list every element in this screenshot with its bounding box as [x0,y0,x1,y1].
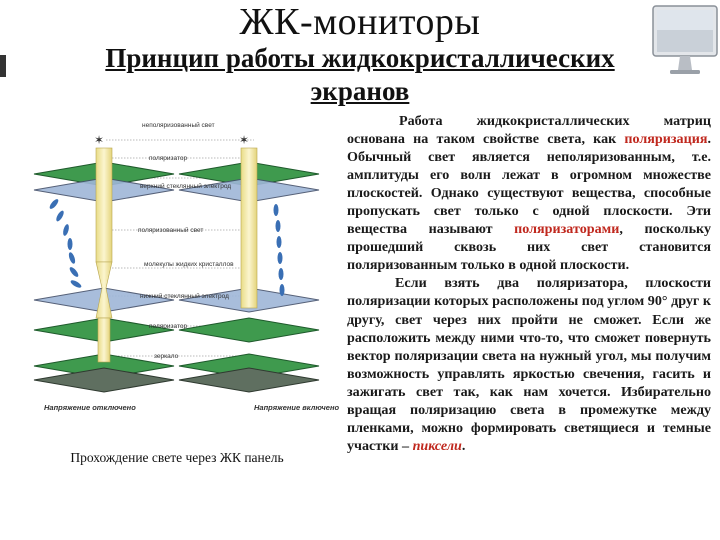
label-polarizer-top: поляризатор [149,155,188,162]
label-unpolarized-light: неполяризованный свет [142,121,215,129]
label-mirror: зеркало [154,353,179,360]
right-stack-voltage-on: ✶ [178,133,320,393]
left-stack-voltage-off: ✶ [33,133,175,393]
svg-text:✶: ✶ [239,133,249,147]
paragraph-1: Работа жидкокристаллических матриц основ… [347,113,712,274]
body-text: Работа жидкокристаллических матриц основ… [347,112,711,455]
page-title: ЖК-мониторы [239,1,481,43]
lcd-monitor-icon [652,5,718,74]
term-polarizers: поляризаторами [514,221,620,238]
label-voltage-off: Напряжение отключено [44,403,136,412]
term-pixels: пиксели [412,437,462,454]
page-subtitle-line2: экранов [310,76,410,106]
label-lower-electrode: нижний стеклянный электрод [140,292,229,300]
label-voltage-on: Напряжение включено [254,403,339,412]
label-lc-molecules: молекулы жидких кристаллов [144,261,234,268]
slide-edge-tab [0,55,6,77]
label-polarized-light: поляризованный свет [138,226,203,234]
label-upper-electrode: верхний стеклянный электрод [140,182,231,190]
page-subtitle-line1: Принцип работы жидкокристаллических [105,43,615,73]
svg-text:✶: ✶ [94,133,104,147]
lcd-diagram: ✶ ✶ неполяризованный свет поляризатор ве… [33,121,339,412]
paragraph-2: Если взять два поляризатора, плоскости п… [347,275,711,454]
figure-caption: Прохождение свете через ЖК панель [70,450,284,465]
label-polarizer-bottom: поляризатор [149,323,188,330]
term-polarization: поляризация [624,131,708,148]
